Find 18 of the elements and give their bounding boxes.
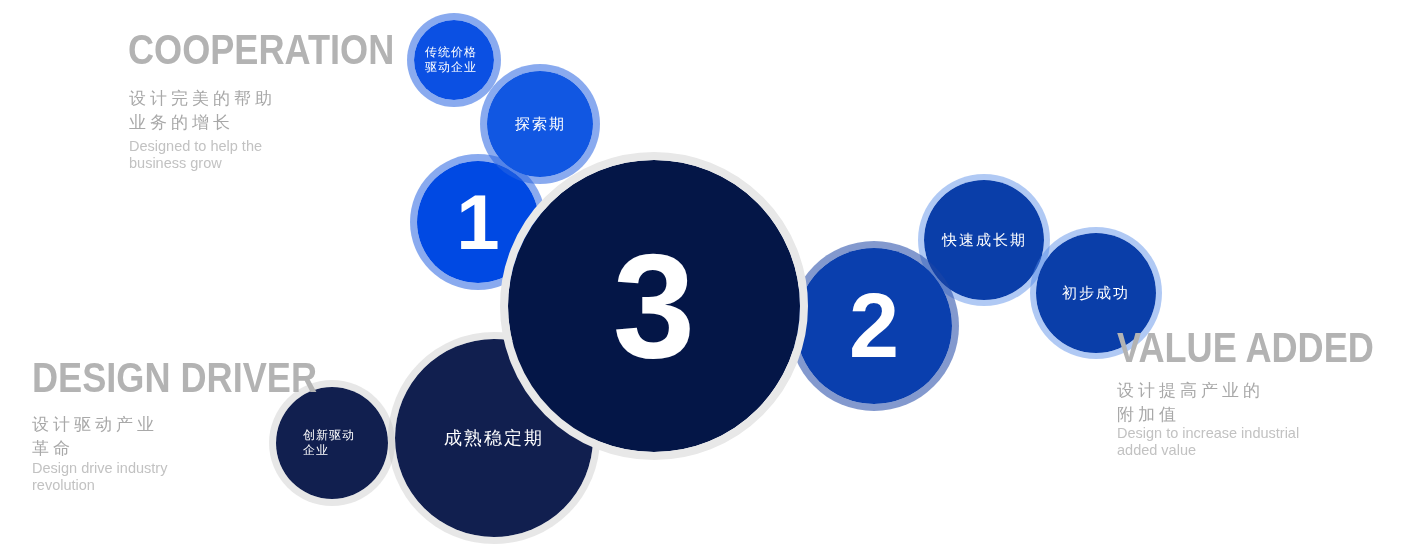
stage-number: 2	[848, 281, 900, 371]
stage-label: 快速成长期	[941, 230, 1027, 250]
section-description: Designed to help the business grow	[129, 138, 263, 172]
section-subtitle: 设计提高产业的附加值	[1117, 379, 1265, 426]
stage-label: 创新驱动企业	[303, 428, 356, 458]
stage-label: 传统价格驱动企业	[425, 45, 478, 75]
section-subtitle: 设计完美的帮助业务的增长	[129, 87, 277, 134]
stage-label: 探索期	[514, 114, 566, 134]
section-subtitle: 设计驱动产业革命	[32, 413, 159, 460]
section-description: Design drive industry revolution	[32, 460, 169, 494]
stage-label: 初步成功	[1062, 283, 1130, 303]
section-heading: DESIGN DRIVER	[32, 357, 317, 399]
section-heading: VALUE ADDED	[1117, 327, 1374, 369]
section-heading: COOPERATION	[128, 29, 395, 71]
stage-number: 1	[456, 183, 500, 261]
stage-number: 3	[612, 232, 696, 380]
stage-label: 成熟稳定期	[444, 426, 544, 450]
section-description: Design to increase industrial added value	[1117, 425, 1301, 459]
